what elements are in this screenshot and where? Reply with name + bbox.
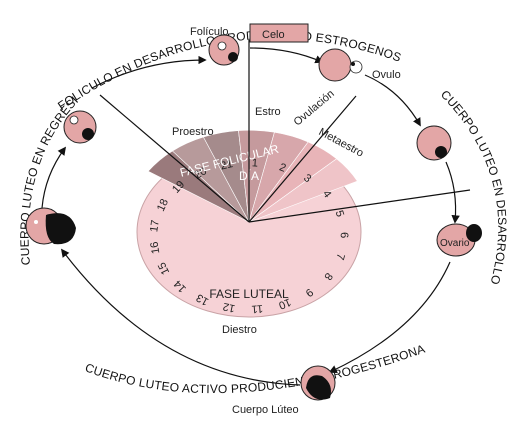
- arc-text-right: CUERPO LUTEO EN DESARROLLO: [438, 87, 509, 286]
- arrow-2: [249, 47, 324, 64]
- celo-label: Celo: [262, 29, 285, 41]
- fase-luteal-label: FASE LUTEAL: [209, 287, 289, 301]
- celo-badge: Celo: [249, 23, 309, 43]
- arrow-6: [60, 248, 301, 386]
- day-label: 17: [148, 219, 162, 233]
- cycle-arrows: [41, 47, 460, 386]
- phase-lines: [99, 40, 471, 223]
- ovulating-follicle-cell: [318, 48, 363, 82]
- day-label: 7: [333, 252, 346, 261]
- day-label: 13: [194, 291, 211, 307]
- arrow-7: [41, 146, 66, 209]
- active-corpus-luteum-cell: [300, 365, 336, 401]
- ovulacion-label: Ovulación: [292, 88, 337, 129]
- ovulo-label: Ovulo: [372, 69, 401, 81]
- cuerpo-luteo-label: Cuerpo Lúteo: [232, 404, 299, 416]
- day-label: 1: [251, 157, 258, 169]
- foliculo-label: Folículo: [190, 26, 229, 38]
- phase-sector-7: [248, 158, 358, 223]
- developing-corpus-luteum-cell: [416, 125, 452, 161]
- day-label: 8: [321, 270, 334, 282]
- day-label: 18: [155, 197, 171, 213]
- day-label: 15: [156, 260, 172, 276]
- day-label: 12: [222, 300, 237, 314]
- diestro-label: Diestro: [222, 324, 257, 336]
- arrow-5: [328, 261, 451, 373]
- day-label: 21: [219, 158, 234, 173]
- regressing-corpus-luteum-cell: [25, 207, 76, 245]
- regressing-follicle-cell: [63, 110, 97, 144]
- follicle-cell: [208, 34, 240, 66]
- arrow-3: [364, 74, 421, 127]
- day-label: 2: [278, 161, 288, 174]
- ovary-cell: [436, 223, 482, 257]
- proestro-label: Proestro: [172, 126, 214, 138]
- arrow-1: [91, 55, 207, 89]
- day-label: 10: [277, 295, 293, 311]
- ovario-label: Ovario: [440, 238, 470, 249]
- day-label: 6: [338, 232, 350, 238]
- day-label: 4: [320, 188, 333, 200]
- day-label: 5: [333, 209, 346, 219]
- estro-label: Estro: [255, 106, 281, 118]
- arc-text-bottom: CUERPO LUTEO ACTIVO PRODUCIENDO PROGESTE…: [83, 342, 427, 397]
- day-label: 11: [251, 302, 263, 315]
- arrow-4: [445, 161, 460, 224]
- day-label: 16: [148, 241, 162, 255]
